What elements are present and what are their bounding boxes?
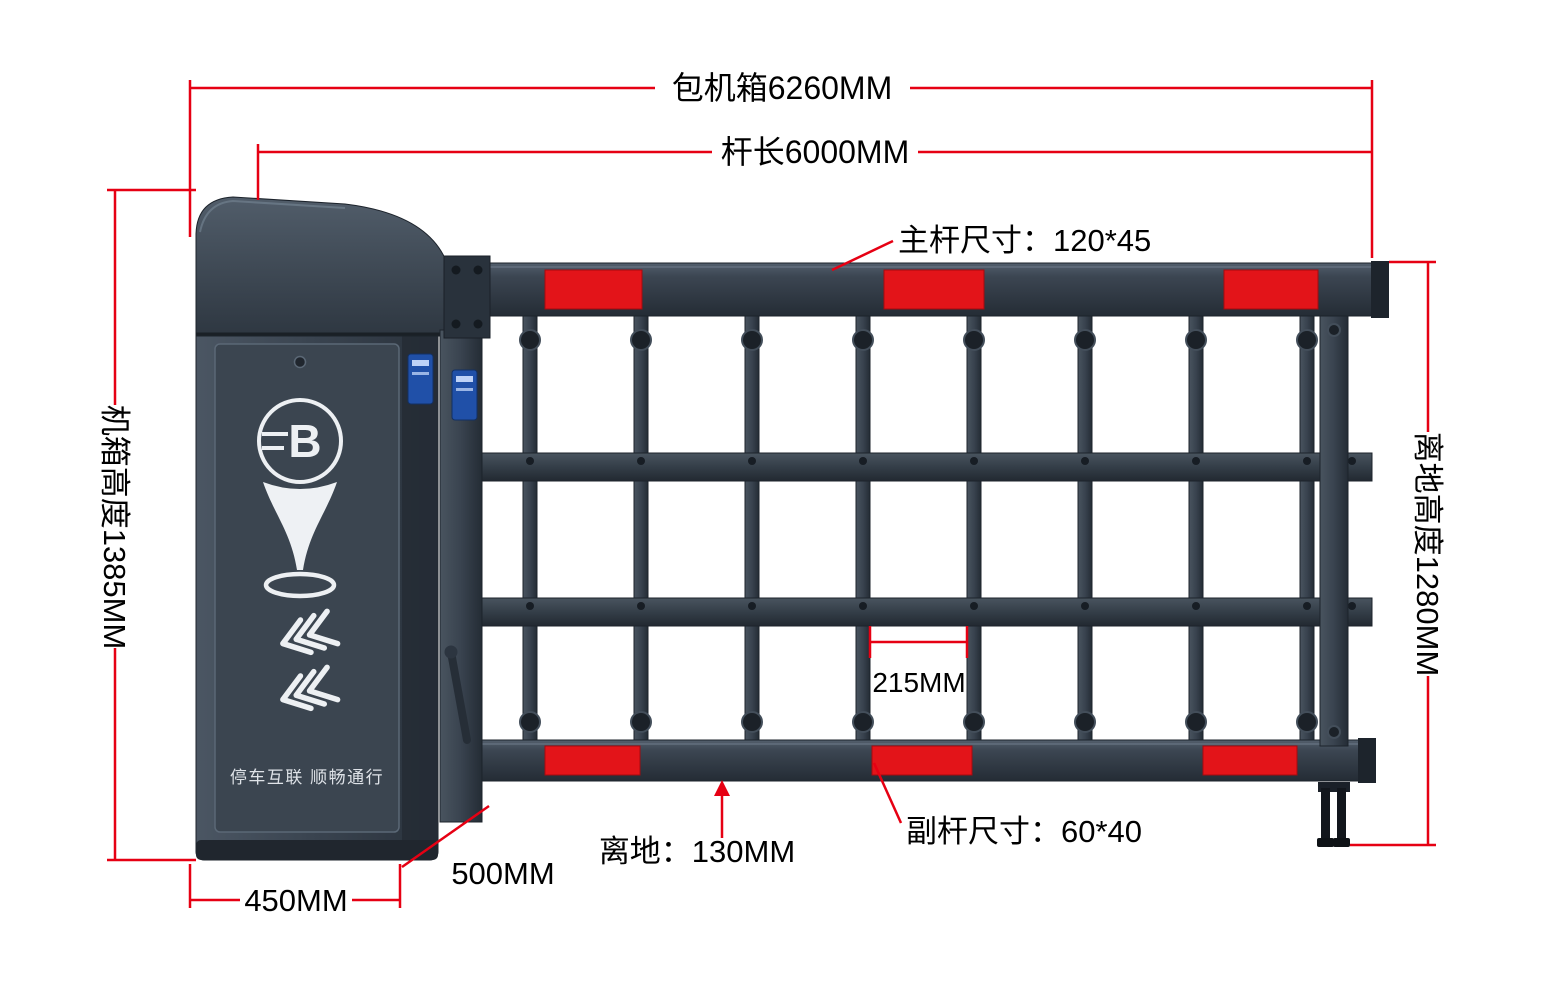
dim-bar-spacing: 215MM <box>868 626 969 698</box>
dim-ground-clearance-label: 离地：130MM <box>599 834 795 869</box>
reflective-stripe <box>883 269 985 310</box>
release-lever <box>447 648 471 744</box>
logo-letter: B <box>288 415 321 467</box>
picket-bottom-bolts <box>519 711 1318 733</box>
dim-cabinet-height: 机箱高度1385MM <box>97 188 196 862</box>
label-sticker <box>451 369 478 421</box>
cabinet: B 停车互联 顺畅通行 <box>195 196 453 861</box>
label-sticker <box>407 353 434 405</box>
logo-chevrons-2 <box>280 664 341 712</box>
fence-pickets <box>519 314 1318 744</box>
dim-total-length-label: 包机箱6260MM <box>672 70 893 106</box>
logo-funnel <box>263 482 337 570</box>
dim-total-length: 包机箱6260MM <box>188 70 1374 258</box>
dim-ground-height: 离地高度1280MM <box>1350 260 1445 847</box>
cabinet-front-panel <box>214 343 400 833</box>
dim-main-bar-label: 主杆尺寸：120*45 <box>898 223 1151 258</box>
dim-cabinet-width: 450MM <box>188 864 402 918</box>
dim-cabinet-height-label: 机箱高度1385MM <box>97 405 132 650</box>
reflective-stripe <box>1202 745 1298 776</box>
cabinet-cap <box>195 196 453 337</box>
logo-ring <box>263 571 337 599</box>
logo-chevrons-1 <box>280 608 341 656</box>
picket-top-bolts <box>519 329 1318 351</box>
dim-ground-clearance: 离地：130MM <box>599 780 795 869</box>
dim-sub-bar-label: 副杆尺寸：60*40 <box>906 814 1142 849</box>
dim-ground-height-label: 离地高度1280MM <box>1410 432 1445 677</box>
side-pillar <box>407 255 491 823</box>
arm-bracket <box>443 255 491 339</box>
reflective-stripe <box>871 745 973 776</box>
reflective-stripe <box>544 269 643 310</box>
cabinet-slogan: 停车互联 顺畅通行 <box>230 768 384 787</box>
cabinet-lock <box>293 355 307 369</box>
dim-main-bar: 主杆尺寸：120*45 <box>831 223 1151 272</box>
reflective-stripe <box>544 745 641 776</box>
dim-cabinet-depth-label: 500MM <box>451 856 554 891</box>
dim-cabinet-width-label: 450MM <box>244 883 347 918</box>
reflective-stripe <box>1223 269 1319 310</box>
end-post <box>1317 315 1350 847</box>
dim-arm-length: 杆长6000MM <box>256 134 1372 200</box>
dim-sub-bar: 副杆尺寸：60*40 <box>872 762 1142 849</box>
dim-arm-length-label: 杆长6000MM <box>721 134 910 170</box>
brand-logo: B <box>257 398 343 712</box>
fence-mid-rails <box>479 452 1373 627</box>
main-arm <box>454 261 1389 318</box>
dim-cabinet-depth: 500MM <box>401 804 555 891</box>
dim-bar-spacing-label: 215MM <box>872 667 965 698</box>
sub-arm <box>457 738 1376 783</box>
